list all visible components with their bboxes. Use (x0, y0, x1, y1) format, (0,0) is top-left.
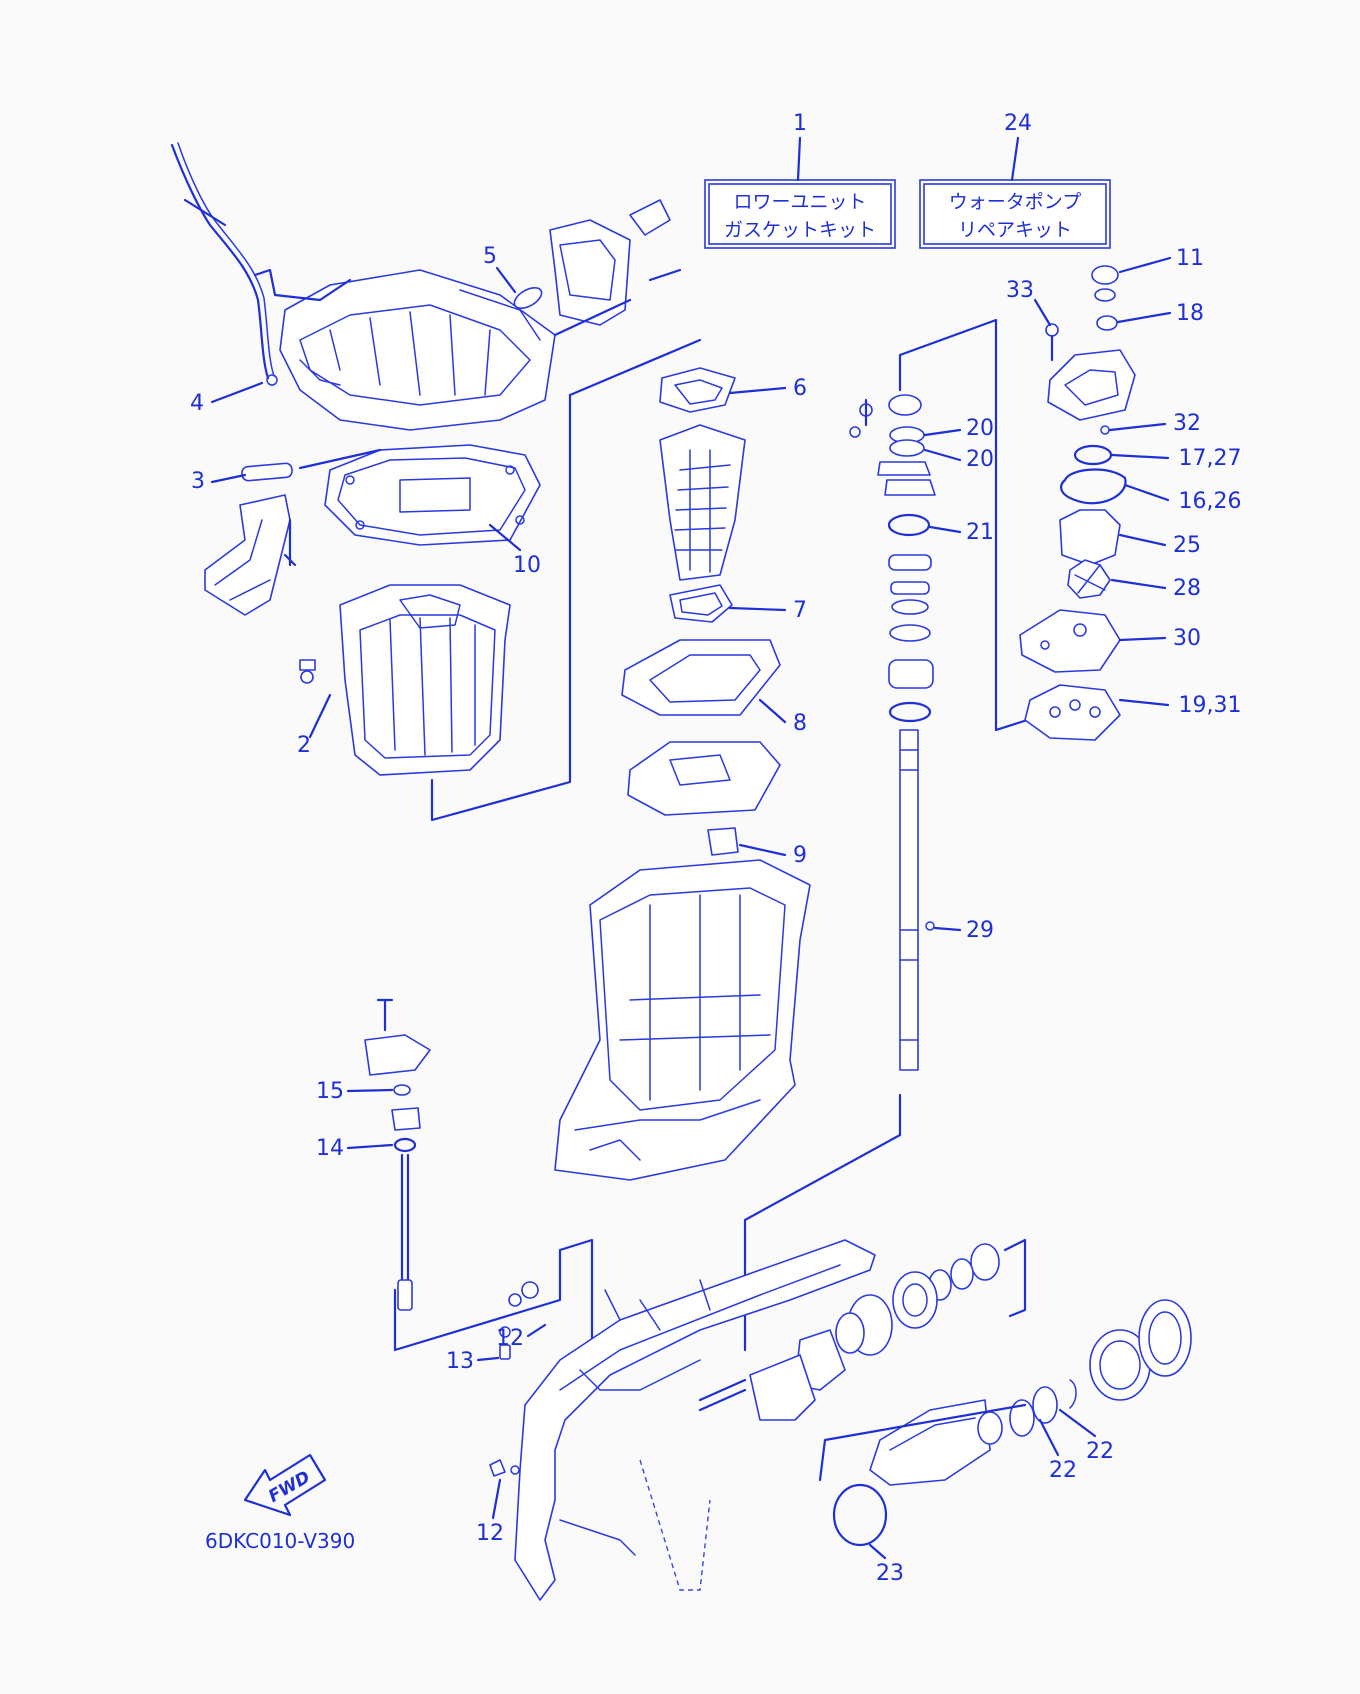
oil-pump-housing (513, 199, 682, 337)
callout-12b: 12 (476, 1521, 504, 1546)
callout-1: 1 (793, 111, 807, 136)
callout-13: 13 (446, 1349, 474, 1374)
callout-32: 32 (1173, 411, 1201, 436)
kit-24-line2: リペアキット (958, 219, 1072, 241)
callout-24: 24 (1004, 111, 1032, 136)
kit-1-line2: ガスケットキット (724, 219, 876, 241)
gasket-6 (659, 367, 736, 413)
callout-16-26: 16,26 (1179, 489, 1242, 514)
callout-15: 15 (316, 1079, 344, 1104)
callout-9: 9 (793, 843, 807, 868)
gasket-10 (298, 444, 541, 546)
drive-shaft-stack (849, 394, 936, 1071)
callout-7: 7 (793, 598, 807, 623)
gear-case (489, 1239, 876, 1601)
callout-3: 3 (191, 469, 205, 494)
callout-28: 28 (1173, 576, 1201, 601)
kit-box-24-inner (923, 183, 1107, 245)
callout-20a: 20 (966, 416, 994, 441)
exhaust-casing (299, 584, 511, 776)
kit-box-1-inner (708, 183, 892, 245)
callout-8: 8 (793, 711, 807, 736)
callout-22b: 22 (1086, 1439, 1114, 1464)
kit-24-line1: ウォータポンプ (949, 191, 1081, 213)
callout-19-31: 19,31 (1179, 693, 1242, 718)
group-bracket-left (430, 338, 702, 822)
kit-water-pump-repair: ウォータポンプ リペアキット 24 (919, 111, 1111, 249)
center-stack (621, 367, 781, 856)
callout-2: 2 (297, 733, 311, 758)
callout-4: 4 (190, 391, 204, 416)
callout-23: 23 (876, 1561, 904, 1586)
leader-24 (1010, 136, 1020, 182)
callout-5: 5 (483, 244, 497, 269)
callout-30: 30 (1173, 626, 1201, 651)
leader-1 (796, 136, 802, 182)
callout-33: 33 (1006, 278, 1034, 303)
gasket-7 (669, 584, 733, 623)
muffler (659, 424, 746, 581)
callout-12a: 12 (496, 1326, 524, 1351)
callout-22a: 22 (1049, 1458, 1077, 1483)
water-pump-group (1019, 265, 1136, 741)
gasket-8 (621, 639, 781, 716)
callout-21: 21 (966, 520, 994, 545)
diagram-code: 6DKC010-V390 (205, 1529, 355, 1553)
upper-casing (253, 268, 556, 431)
callout-29: 29 (966, 918, 994, 943)
shift-rod-group (364, 998, 594, 1372)
callout-6: 6 (793, 376, 807, 401)
fwd-arrow-icon: FWD (243, 1453, 327, 1517)
drive-shaft-housing (554, 859, 811, 1181)
callout-20b: 20 (966, 447, 994, 472)
callout-11: 11 (1176, 246, 1204, 271)
part-9 (707, 827, 739, 856)
callout-18: 18 (1176, 301, 1204, 326)
dipstick (170, 142, 278, 386)
callout-17-27: 17,27 (1179, 446, 1242, 471)
kit-lower-unit-gasket: ロワーユニット ガスケットキット 1 (704, 111, 896, 249)
plate (627, 741, 781, 816)
callouts: 2 3 4 5 6 7 8 9 10 11 12 12 13 14 15 16,… (190, 244, 1241, 1586)
prop-shaft-group (698, 1238, 1192, 1547)
callout-14: 14 (316, 1136, 344, 1161)
callout-10: 10 (513, 553, 541, 578)
kit-1-line1: ロワーユニット (733, 191, 866, 213)
callout-25: 25 (1173, 533, 1201, 558)
gasket-3-bracket (204, 462, 297, 616)
